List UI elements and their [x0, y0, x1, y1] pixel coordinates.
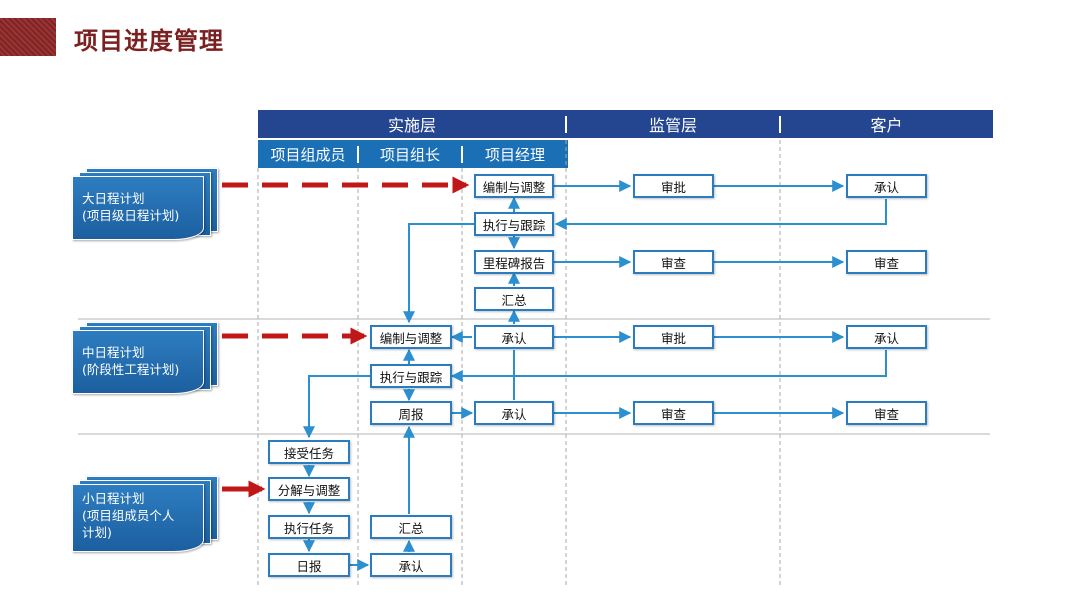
node-lead-edit: 编制与调整 [370, 325, 452, 349]
node-pm-exec: 执行与跟踪 [474, 212, 554, 236]
node-pm-milestone: 里程碑报告 [474, 250, 554, 274]
role-header-bar [258, 140, 568, 168]
node-sup-approve-2: 审批 [633, 325, 714, 349]
layer-header-implementation: 实施层 [387, 116, 436, 135]
layer-header-client: 客户 [870, 116, 903, 135]
role-header-manager: 项目经理 [484, 145, 545, 164]
node-lead-summary: 汇总 [370, 515, 452, 539]
node-mem-decompose: 分解与调整 [268, 477, 350, 501]
role-header-lead: 项目组长 [379, 145, 440, 164]
node-pm-confirm-3: 承认 [474, 401, 554, 425]
page-title: 项目进度管理 [74, 27, 224, 55]
node-cli-confirm-1: 承认 [846, 174, 927, 198]
node-lead-confirm: 承认 [370, 553, 452, 577]
flow-arrow [303, 375, 370, 439]
node-mem-daily: 日报 [268, 553, 350, 577]
node-cli-review-1: 审查 [846, 250, 927, 274]
node-pm-edit: 编制与调整 [474, 174, 554, 198]
node-lead-exec: 执行与跟踪 [370, 364, 452, 388]
node-pm-summary: 汇总 [474, 287, 554, 311]
node-cli-review-3: 审查 [846, 401, 927, 425]
node-lead-weekly: 周报 [370, 401, 452, 425]
layer-header-supervision: 监管层 [648, 116, 697, 135]
flow-arrow [450, 350, 887, 382]
flow-arrow [554, 199, 887, 230]
role-header-member: 项目组成员 [270, 145, 346, 164]
plan-minor: 小日程计划 (项目组成员个人 计划) [72, 474, 218, 552]
node-cli-confirm-2: 承认 [846, 325, 927, 349]
plan-middle-label: 中日程计划 (阶段性工程计划) [82, 345, 180, 377]
node-mem-execute: 执行任务 [268, 515, 350, 539]
plan-middle: 中日程计划 (阶段性工程计划) [72, 320, 218, 394]
node-mem-accept: 接受任务 [268, 440, 350, 464]
node-pm-confirm-2: 承认 [474, 325, 554, 349]
layer-header-bar [258, 110, 993, 138]
title-accent-bar [0, 18, 56, 56]
plan-minor-label: 小日程计划 (项目组成员个人 计划) [82, 491, 175, 540]
node-sup-review-3: 审查 [633, 401, 714, 425]
flow-arrow [403, 223, 474, 324]
plan-major-label: 大日程计划 (项目级日程计划) [82, 191, 180, 223]
plan-major: 大日程计划 (项目级日程计划) [72, 166, 218, 240]
node-sup-approve-1: 审批 [633, 174, 714, 198]
node-sup-review-1: 审查 [633, 250, 714, 274]
